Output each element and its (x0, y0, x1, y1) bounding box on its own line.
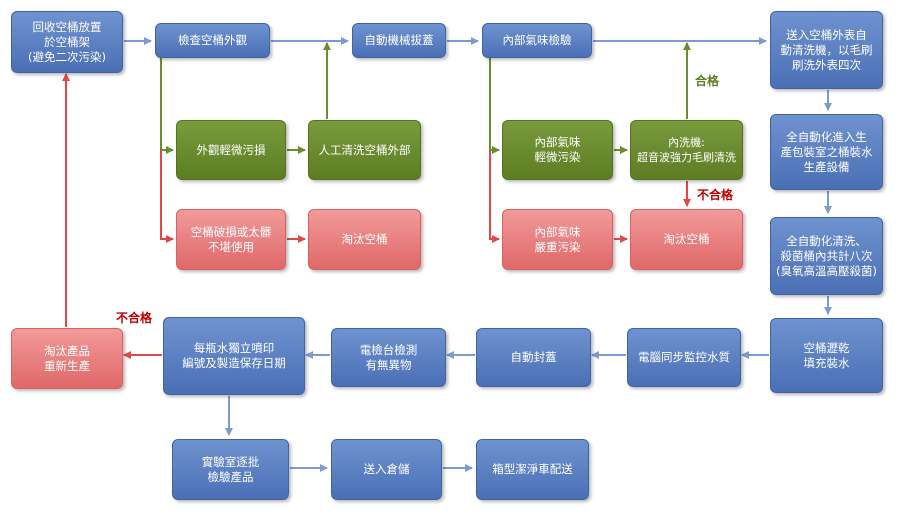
branch-damaged-box: 空桶破損或太髒 不堪使用 (176, 209, 286, 270)
step-monitor-box: 電腦同步監控水質 (627, 328, 741, 387)
branch-reject1-box: 淘汰空桶 (308, 209, 421, 270)
branch-manual-wash-box: 人工清洗空桶外部 (308, 120, 421, 180)
step-lab-test-box: 實驗室逐批 檢驗產品 (172, 439, 289, 500)
branch-reject2-box: 淘汰空桶 (630, 209, 743, 270)
pass-label: 合格 (695, 74, 720, 88)
step-fill-box: 空桶瀝乾 填充裝水 (770, 318, 883, 393)
step-auto-cap-box: 自動封蓋 (476, 328, 591, 387)
step-auto-uncap-box: 自動機械拔蓋 (352, 23, 446, 58)
branch-minor-stain-box: 外觀輕微污損 (176, 120, 286, 180)
fail-inner-wash-label: 不合格 (697, 188, 734, 202)
step-enter-room-box: 全自動化進入生 產包裝室之桶裝水 生產設備 (770, 114, 883, 190)
branch-severe-odor-box: 內部氣味 嚴重污染 (502, 209, 613, 270)
step-recycle-box: 回收空桶放置 於空桶架 (避免二次污染) (11, 11, 123, 73)
step-reject-reproduce-box: 淘汰產品 重新生產 (11, 328, 123, 389)
step-odor-check-box: 內部氣味檢驗 (482, 23, 592, 58)
step-delivery-box: 箱型潔淨車配送 (476, 439, 589, 500)
arrow-odor-to-minor (489, 58, 500, 154)
step-inspect-foreign-box: 電檢台檢測 有無異物 (331, 328, 446, 387)
arrow-odor-to-severe (489, 150, 500, 243)
arrow-inspect-to-minor (160, 58, 174, 154)
step-exterior-wash-box: 送入空桶外表自 動清洗機，以毛刷 刷洗外表四次 (770, 11, 883, 89)
fail-print-label: 不合格 (116, 311, 153, 325)
arrow-inspect-to-damaged (160, 150, 174, 243)
step-inspect-exterior-box: 檢查空桶外觀 (155, 23, 270, 58)
branch-minor-odor-box: 內部氣味 輕微污染 (502, 120, 613, 180)
branch-inner-wash-box: 內洗機: 超音波強力毛刷清洗 (630, 120, 743, 180)
step-sterilize-box: 全自動化清洗、 殺菌桶內共計八次 (臭氧高溫高壓殺菌) (770, 217, 883, 295)
step-warehouse-box: 送入倉儲 (331, 439, 442, 500)
step-print-code-box: 每瓶水獨立噴印 編號及製造保存日期 (163, 317, 305, 395)
